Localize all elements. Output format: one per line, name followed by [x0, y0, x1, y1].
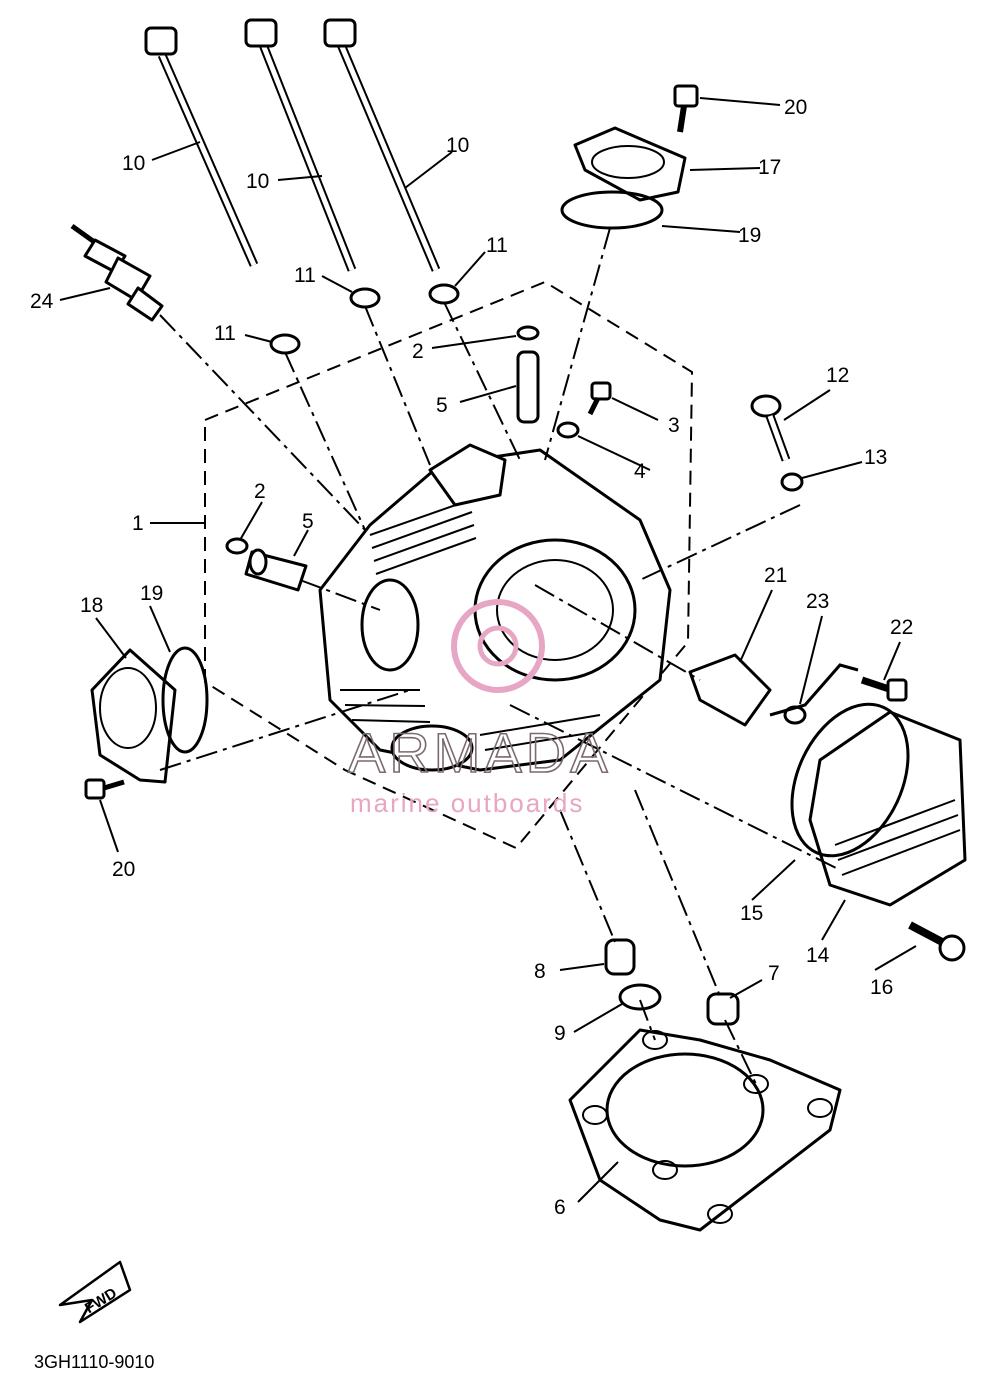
callout-11-left: 11: [214, 322, 236, 345]
callout-9: 9: [554, 1022, 566, 1045]
o-ring-right: [790, 702, 910, 858]
axis-gasket-right: [724, 1019, 757, 1085]
circlip-2-left: [225, 537, 249, 555]
cylinder-head: [318, 443, 672, 772]
callout-5-top: 5: [436, 394, 448, 417]
axis-dowel-7: [634, 789, 721, 997]
diagram-code: 3GH1110-9010: [34, 1352, 154, 1372]
axis-dowel-8: [559, 809, 616, 943]
callout-10-middle: 10: [246, 170, 269, 193]
axis-gasket-left: [639, 999, 656, 1041]
watermark: ARMADA marine outboards: [347, 599, 612, 818]
tappet-cover-right: [808, 710, 967, 907]
callout-2-left: 2: [254, 480, 266, 503]
spark-plug: [70, 223, 164, 322]
callout-16: 16: [870, 976, 893, 999]
circlip-2-top: [516, 325, 540, 341]
head-bolt-right: [323, 18, 441, 272]
bolt-16: [908, 921, 966, 962]
bolt-3: [587, 381, 612, 416]
bolt-20-top: [673, 84, 699, 133]
axis-bolt-mid: [364, 305, 431, 466]
axis-valve-left: [299, 579, 381, 611]
callout-11-right: 11: [486, 234, 508, 257]
axis-top-cover: [544, 227, 611, 461]
washer-13: [780, 472, 804, 492]
axis-fitting: [534, 584, 701, 681]
axis-bolt-right: [443, 301, 521, 461]
callout-7: 7: [768, 962, 780, 985]
callout-6: 6: [554, 1196, 566, 1219]
axis-cover-left: [159, 689, 411, 771]
callout-21: 21: [764, 564, 787, 587]
axis-bolt-left: [284, 351, 366, 531]
callout-10-left: 10: [122, 152, 145, 175]
tappet-cover-left: [90, 648, 177, 784]
o-ring-left: [161, 646, 209, 754]
callout-13: 13: [864, 446, 887, 469]
callout-17: 17: [758, 156, 781, 179]
callout-19-left: 19: [140, 582, 163, 605]
callout-19-top: 19: [738, 224, 761, 247]
head-gasket: [568, 1028, 842, 1232]
callout-23: 23: [806, 590, 829, 613]
callout-20-left: 20: [112, 858, 135, 881]
valve-guide-5-top: [516, 350, 540, 424]
callout-5-left: 5: [302, 510, 314, 533]
callout-12: 12: [826, 364, 849, 387]
dowel-7: [706, 992, 740, 1026]
fwd-arrow-icon: FWD: [58, 1260, 132, 1324]
washer-11-mid: [349, 287, 381, 309]
washer-11-left: [269, 333, 301, 355]
head-bolt-middle: [244, 18, 357, 272]
washer-4: [556, 421, 580, 439]
callout-24: 24: [30, 290, 54, 313]
bolt-22: [860, 676, 908, 702]
callout-3: 3: [668, 414, 680, 437]
axis-bolt-12: [639, 504, 801, 581]
bolt-12: [750, 394, 791, 462]
fitting-21: [688, 653, 772, 727]
callout-8: 8: [534, 960, 546, 983]
valve-guide-5-left: [244, 548, 308, 592]
callout-14: 14: [806, 944, 830, 967]
callout-15: 15: [740, 902, 763, 925]
callout-20-top: 20: [784, 96, 807, 119]
axis-right-cover: [509, 704, 841, 871]
callout-2-top: 2: [412, 340, 424, 363]
callout-4: 4: [634, 460, 646, 483]
callout-11-middle: 11: [294, 264, 316, 287]
bracket-23: [769, 663, 859, 725]
axis-spark-plug: [159, 314, 366, 531]
washer-11-right: [428, 283, 460, 305]
callout-1: 1: [132, 512, 144, 535]
dowel-8: [604, 938, 636, 976]
head-bolt-left: [144, 26, 259, 267]
watermark-brand: ARMADA: [348, 721, 612, 784]
callout-18: 18: [80, 594, 103, 617]
o-ring-top: [560, 190, 664, 230]
tappet-cover-top: [573, 126, 687, 202]
watermark-tagline: marine outboards: [350, 788, 584, 818]
callout-10-right: 10: [446, 134, 469, 157]
callout-22: 22: [890, 616, 913, 639]
bolt-20-left: [84, 778, 125, 800]
o-ring-9: [618, 983, 662, 1011]
